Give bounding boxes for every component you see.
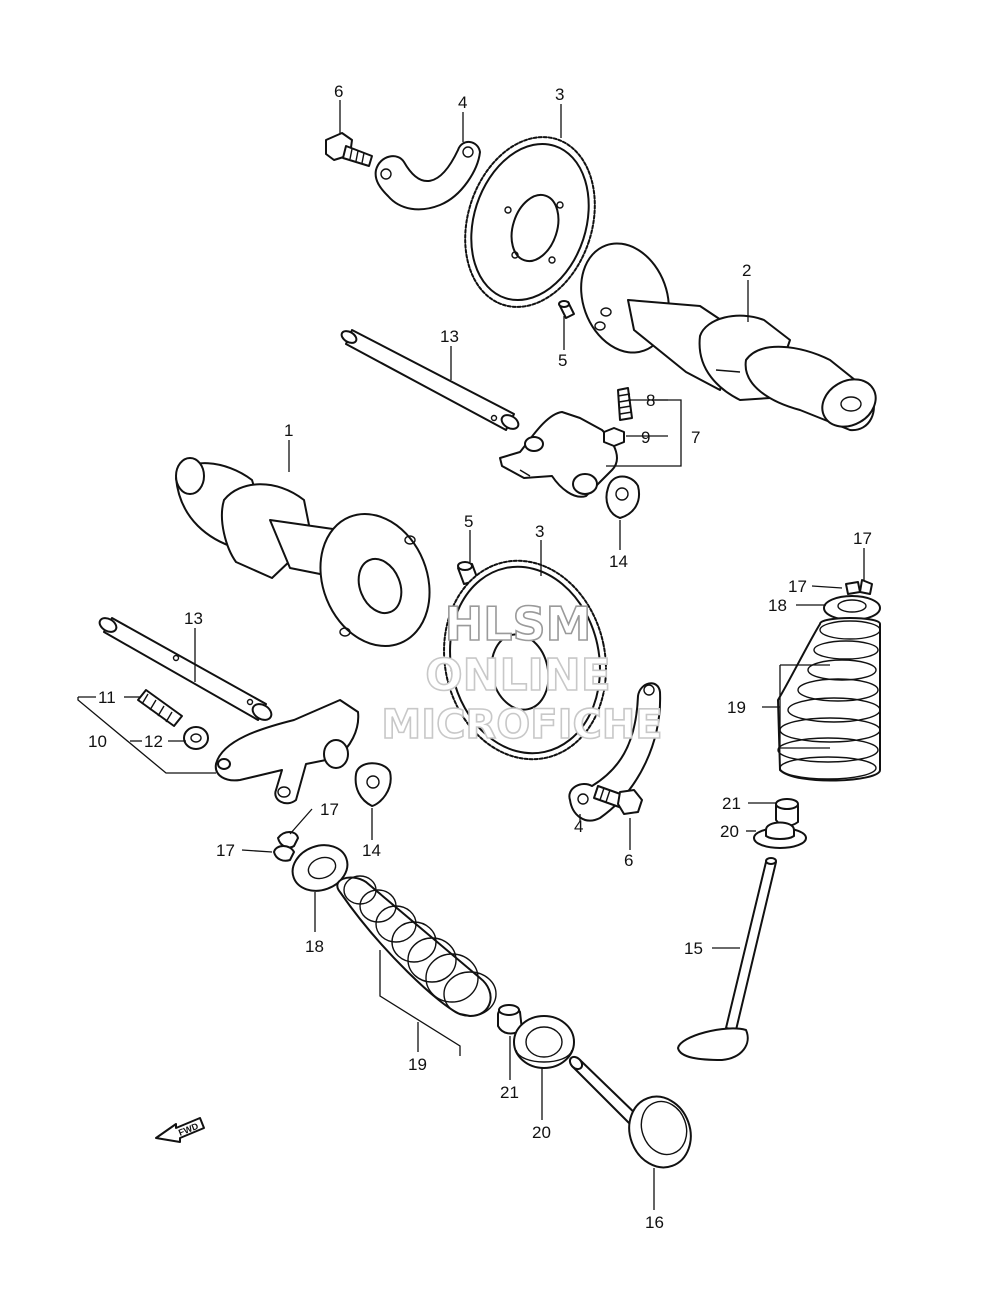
nut-9-upper — [603, 427, 625, 447]
callout-21-right: 21 — [722, 794, 741, 813]
dowel-pin-5-upper — [558, 300, 575, 319]
callout-19-right: 19 — [727, 698, 746, 717]
callout-2: 2 — [742, 261, 751, 280]
spring-seat-20-right — [753, 821, 807, 849]
rocker-arm-10 — [214, 699, 360, 805]
valve-cotter-17-right — [845, 579, 873, 595]
leader-lines — [77, 100, 865, 1210]
valve-stem-seal-21-right — [775, 798, 799, 827]
callout-13-upper: 13 — [440, 327, 459, 346]
callout-1: 1 — [284, 421, 293, 440]
spring-seat-20-lower — [513, 1015, 575, 1069]
bolt-6-upper — [325, 132, 373, 167]
adjuster-screw-11 — [137, 689, 183, 727]
callout-21-lower: 21 — [500, 1083, 519, 1102]
callout-17-top: 17 — [853, 529, 872, 548]
callout-14-middle: 14 — [362, 841, 381, 860]
callout-15: 15 — [684, 939, 703, 958]
cam-chain-plate-4-middle — [568, 682, 662, 822]
callout-17-right: 17 — [788, 577, 807, 596]
callout-20-right: 20 — [720, 822, 739, 841]
spacer-14-middle — [354, 762, 392, 807]
callout-18-right: 18 — [768, 596, 787, 615]
spring-retainer-18-lower — [291, 844, 349, 892]
camshaft-1 — [175, 457, 431, 647]
nut-12 — [183, 726, 209, 750]
callout-11: 11 — [98, 688, 116, 707]
watermark-line-1: HLSM — [445, 597, 592, 651]
valve-springs-19-right — [777, 617, 881, 782]
rocker-shaft-13-upper — [340, 329, 520, 431]
callout-16: 16 — [645, 1213, 664, 1232]
callout-10: 10 — [88, 732, 107, 751]
callout-17-lower-b: 17 — [216, 841, 235, 860]
watermark: HLSM ONLINE MICROFICHE — [381, 596, 664, 749]
callout-numbers: 6 4 3 2 5 13 8 9 7 14 1 5 3 17 17 18 13 … — [88, 82, 872, 1232]
callout-18-lower: 18 — [305, 937, 324, 956]
callout-9: 9 — [641, 428, 650, 447]
callout-3-upper: 3 — [555, 85, 564, 104]
callout-5-middle: 5 — [464, 512, 473, 531]
callout-20-lower: 20 — [532, 1123, 551, 1142]
bolt-6-middle — [593, 785, 643, 815]
callout-7: 7 — [691, 428, 700, 447]
rocker-shaft-13-middle — [98, 617, 273, 721]
callout-14-upper: 14 — [609, 552, 628, 571]
adjuster-screw-8-upper — [617, 387, 633, 421]
forward-direction-arrow: FWD — [155, 1117, 205, 1143]
spring-retainer-18-right — [823, 595, 881, 621]
callout-3-middle: 3 — [535, 522, 544, 541]
valve-16 — [568, 1055, 692, 1169]
callout-4-middle: 4 — [574, 817, 583, 836]
watermark-line-2: ONLINE — [425, 650, 611, 701]
spacer-14-upper — [605, 475, 640, 519]
cam-chain-plate-4-upper — [374, 141, 481, 211]
camshaft-2 — [580, 242, 877, 432]
watermark-line-3: MICROFICHE — [381, 702, 662, 748]
callout-6-middle: 6 — [624, 851, 633, 870]
callout-19-lower: 19 — [408, 1055, 427, 1074]
callout-17-lower-a: 17 — [320, 800, 339, 819]
valve-cotter-17-lower — [273, 831, 299, 862]
valve-springs-19-lower — [336, 875, 497, 1017]
rocker-arm-7-upper — [499, 411, 618, 498]
callout-8: 8 — [646, 391, 655, 410]
callout-5-upper: 5 — [558, 351, 567, 370]
callout-12: 12 — [144, 732, 163, 751]
cam-sprocket-3-middle — [443, 559, 607, 761]
callout-4-upper: 4 — [458, 93, 467, 112]
callout-13-middle: 13 — [184, 609, 203, 628]
callout-6-upper: 6 — [334, 82, 343, 101]
cam-sprocket-3-upper — [464, 136, 596, 308]
valve-15 — [677, 857, 777, 1061]
